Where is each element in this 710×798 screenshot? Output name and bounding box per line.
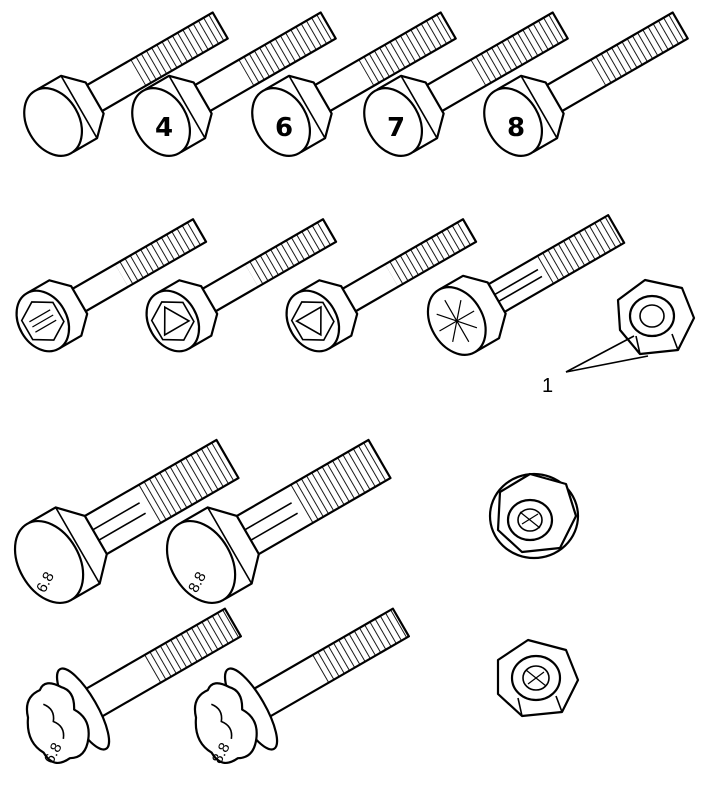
bolt-mark-8: 8 [507,113,525,143]
flange-bolt-8-8 [193,607,410,764]
grade-bolt-6-8 [13,438,240,605]
row1-bolt-7 [363,11,569,157]
row1-bolt-plain [23,11,229,157]
flange-nut [488,472,580,560]
callout-leader [565,335,649,373]
row1-bolt-6 [251,11,457,157]
row2-bolt-triangle-a [145,218,338,353]
grade-bolt-8-8 [165,438,392,605]
hex-nut-callout [616,278,696,356]
callout-label: 1 [542,375,553,397]
row2-bolt-triangle-b [285,218,478,353]
row1-bolt-4 [131,11,337,157]
row2-bolt-star [426,214,626,356]
bolt-mark-6: 6 [275,113,293,143]
row1-bolt-8 [483,11,689,157]
bolt-mark-4: 4 [155,113,173,143]
row2-bolt-dash [15,218,208,353]
hex-nut [496,638,580,718]
flange-bolt-6-8 [25,607,242,764]
bolt-mark-7: 7 [387,113,405,143]
